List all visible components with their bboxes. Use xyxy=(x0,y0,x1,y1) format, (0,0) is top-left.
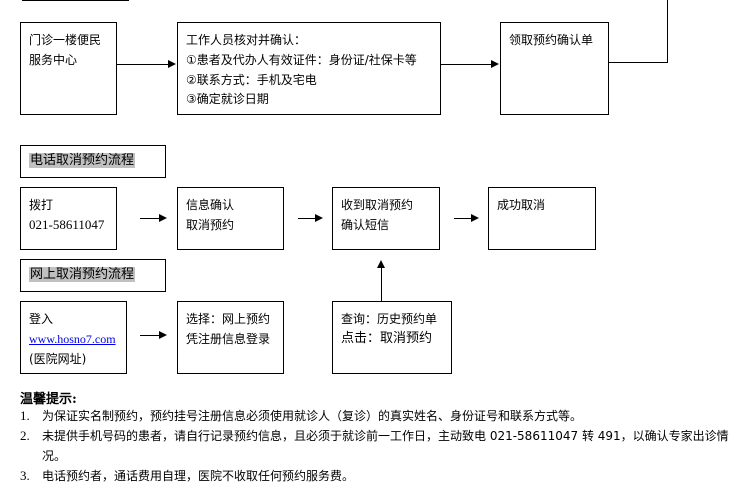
phone-step-sms-line-2: 确认短信 xyxy=(341,218,390,232)
arrow-head-top-2 xyxy=(491,60,499,68)
tip-text-3: 电话预约者，通话费用自理，医院不收取任何预约服务费。 xyxy=(42,469,355,483)
online-step-query-line-2: 点击：取消预约 xyxy=(341,331,433,346)
online-step-query-box: 查询：历史预约单 点击：取消预约 xyxy=(332,301,452,374)
phone-step-success-box: 成功取消 xyxy=(488,187,596,250)
tips-list: 1. 为保证实名制预约，预约挂号注册信息必须使用就诊人（复诊）的真实姓名、身份证… xyxy=(20,406,736,486)
phone-arrow-line-1 xyxy=(140,218,160,219)
tips-title: 温馨提示: xyxy=(20,392,77,407)
top-connector-horizontal xyxy=(608,62,668,63)
staff-verify-box: 工作人员核对并确认： ①患者及代办人有效证件：身份证/社保卡等 ②联系方式：手机… xyxy=(177,22,441,115)
phone-step-dial-line-1: 拨打 xyxy=(29,198,54,212)
receive-confirmation-box: 领取预约确认单 xyxy=(500,22,609,115)
staff-verify-line-2: ①患者及代办人有效证件：身份证/社保卡等 xyxy=(186,53,417,67)
online-step-select-box: 选择：网上预约 凭注册信息登录 xyxy=(177,301,284,374)
hospital-website-link[interactable]: www.hosno7.com xyxy=(29,332,116,346)
staff-verify-line-3: ②联系方式：手机及宅电 xyxy=(186,73,317,87)
tip-number-2: 2. xyxy=(20,428,30,443)
phone-step-sms-line-1: 收到取消预约 xyxy=(341,198,414,212)
service-center-line-2: 服务中心 xyxy=(29,53,78,67)
arrow-line-top-2 xyxy=(441,64,492,65)
online-arrow-head-1 xyxy=(159,331,167,339)
online-step-select-line-1: 选择：网上预约 xyxy=(186,312,271,326)
top-left-fragment-border xyxy=(22,0,129,1)
phone-step-sms-box: 收到取消预约 确认短信 xyxy=(332,187,440,250)
phone-step-confirm-box: 信息确认 取消预约 xyxy=(177,187,284,250)
online-step-select-line-2: 凭注册信息登录 xyxy=(186,332,271,346)
phone-arrow-line-2 xyxy=(298,218,316,219)
phone-cancel-title-box: 电话取消预约流程 xyxy=(20,145,166,178)
tip-item-1: 1. 为保证实名制预约，预约挂号注册信息必须使用就诊人（复诊）的真实姓名、身份证… xyxy=(20,406,736,426)
online-cancel-title: 网上取消预约流程 xyxy=(29,267,136,282)
online-step-query-line-1: 查询：历史预约单 xyxy=(341,312,438,326)
online-arrow-up-line xyxy=(381,268,382,301)
service-center-box: 门诊一楼便民 服务中心 xyxy=(20,22,117,115)
phone-step-success-line-1: 成功取消 xyxy=(497,198,546,212)
tip-number-1: 1. xyxy=(20,408,30,423)
phone-arrow-head-2 xyxy=(315,214,323,222)
phone-arrow-head-3 xyxy=(471,214,479,222)
online-step-login-line-1: 登入 xyxy=(29,312,54,326)
staff-verify-line-4: ③确定就诊日期 xyxy=(186,92,269,106)
online-step-login-box: 登入 www.hosno7.com (医院网址) xyxy=(20,301,127,374)
phone-arrow-head-1 xyxy=(159,214,167,222)
phone-step-confirm-line-1: 信息确认 xyxy=(186,198,235,212)
tip-text-2: 未提供手机号码的患者，请自行记录预约信息，且必须于就诊前一工作日，主动致电 02… xyxy=(42,429,729,463)
phone-cancel-title: 电话取消预约流程 xyxy=(29,153,136,168)
tip-item-3: 3. 电话预约者，通话费用自理，医院不收取任何预约服务费。 xyxy=(20,466,736,486)
online-cancel-title-box: 网上取消预约流程 xyxy=(20,259,166,292)
online-arrow-line-1 xyxy=(140,335,160,336)
online-step-login-line-3: (医院网址) xyxy=(29,352,87,366)
top-connector-vertical xyxy=(667,0,668,63)
tip-item-2: 2. 未提供手机号码的患者，请自行记录预约信息，且必须于就诊前一工作日，主动致电… xyxy=(20,426,736,466)
service-center-line-1: 门诊一楼便民 xyxy=(29,33,102,47)
arrow-head-top-1 xyxy=(168,60,176,68)
tip-text-1: 为保证实名制预约，预约挂号注册信息必须使用就诊人（复诊）的真实姓名、身份证号和联… xyxy=(42,409,583,423)
tip-number-3: 3. xyxy=(20,468,30,483)
phone-step-dial-number: 021-58611047 xyxy=(29,217,105,232)
phone-step-dial-box: 拨打 021-58611047 xyxy=(20,187,117,250)
phone-arrow-line-3 xyxy=(454,218,472,219)
staff-verify-line-1: 工作人员核对并确认： xyxy=(186,33,307,47)
arrow-line-top-1 xyxy=(117,64,169,65)
receive-confirmation-line-1: 领取预约确认单 xyxy=(509,33,594,47)
online-arrow-up-head xyxy=(377,260,385,268)
phone-step-confirm-line-2: 取消预约 xyxy=(186,218,235,232)
